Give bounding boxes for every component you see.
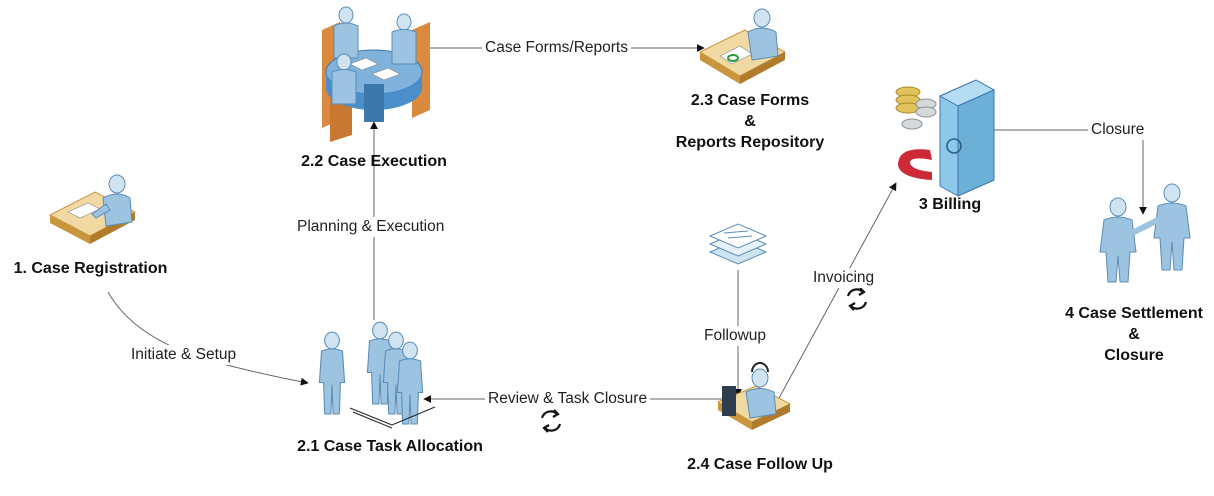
edge-label-closure: Closure	[1088, 120, 1148, 140]
edge-label-initiate: Initiate & Setup	[128, 345, 240, 365]
person-writing-icon	[698, 8, 787, 84]
settlement-label-line-3: Closure	[1104, 347, 1164, 364]
person-at-desk-icon	[48, 174, 137, 244]
settlement-label-line-1: 4 Case Settlement	[1065, 305, 1203, 322]
settlement-label-line-2: &	[1128, 326, 1140, 343]
edge-invoicing	[777, 182, 897, 401]
repository-label-line-1: 2.3 Case Forms	[690, 92, 810, 109]
cycle-icon-review	[540, 409, 562, 433]
edge-initiate	[107, 291, 309, 386]
edge-label-forms: Case Forms/Reports	[482, 38, 631, 58]
repository-label-line-2: &	[744, 113, 756, 130]
documents-icon	[708, 223, 768, 265]
edge-label-followup: Followup	[701, 326, 770, 346]
handshake-icon	[1099, 183, 1191, 283]
node-label-case-execution: 2.2 Case Execution	[301, 153, 447, 170]
people-group-icon	[318, 321, 436, 429]
repository-label-line-3: Reports Repository	[675, 134, 825, 151]
edge-label-invoicing: Invoicing	[810, 268, 878, 288]
edge-label-planning: Planning & Execution	[294, 217, 448, 237]
edge-label-review: Review & Task Closure	[485, 389, 651, 409]
node-label-billing: 3 Billing	[918, 196, 982, 213]
support-agent-icon	[716, 362, 792, 430]
node-label-case-registration: 1. Case Registration	[13, 260, 168, 277]
node-label-task-allocation: 2.1 Case Task Allocation	[297, 438, 483, 455]
meeting-table-icon	[322, 6, 430, 142]
node-label-repository: 2.3 Case Forms & Reports Repository	[660, 90, 840, 153]
cycle-icon-invoicing	[846, 287, 868, 311]
node-label-settlement: 4 Case Settlement & Closure	[1058, 303, 1210, 366]
safe-with-coins-icon	[895, 79, 996, 197]
node-label-follow-up: 2.4 Case Follow Up	[687, 456, 833, 473]
